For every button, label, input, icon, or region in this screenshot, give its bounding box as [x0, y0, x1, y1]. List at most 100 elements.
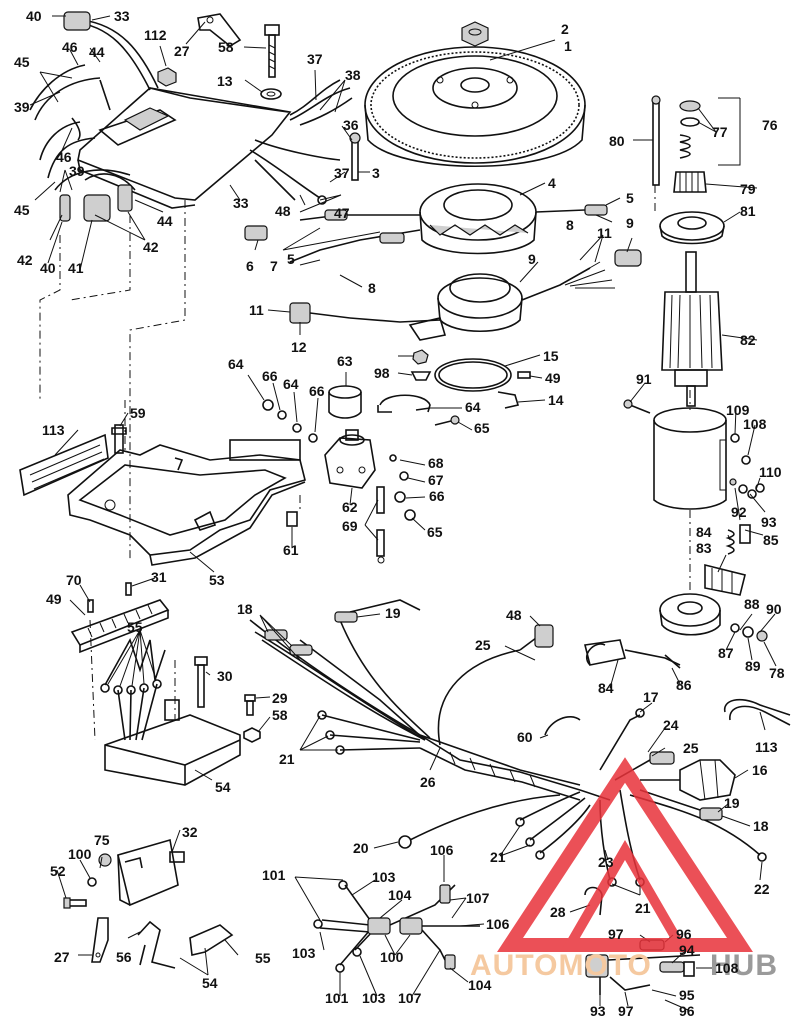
- part-label: 60: [517, 729, 533, 745]
- part-label: 108: [715, 960, 739, 976]
- spark-plug-boot-54: [189, 924, 234, 956]
- part-label: 82: [740, 332, 756, 348]
- armature-81: [661, 251, 723, 407]
- part-label: 40: [26, 8, 42, 24]
- part-label: 70: [66, 572, 82, 588]
- part-label: 36: [343, 117, 359, 133]
- part-label: 15: [543, 348, 559, 364]
- part-label: 110: [759, 464, 782, 480]
- part-label: 29: [272, 690, 288, 706]
- watermark-logo: [497, 757, 753, 952]
- bolt-90: [623, 399, 651, 414]
- watermark-inner-triangle: [561, 840, 689, 950]
- part-label: 61: [283, 542, 299, 558]
- part-label: 93: [590, 1003, 606, 1019]
- part-label: 100: [68, 846, 92, 862]
- part-label: 2: [561, 21, 569, 37]
- main-connector-16: [640, 759, 736, 801]
- clip-63: [286, 511, 298, 527]
- coil-64: [324, 429, 376, 489]
- part-label: 48: [506, 607, 522, 623]
- part-label: 45: [14, 202, 30, 218]
- part-label: 47: [334, 205, 350, 221]
- brush-holder-82: [704, 563, 746, 596]
- part-label: 106: [486, 916, 510, 932]
- phantom-lines: [39, 185, 691, 741]
- part-label: 24: [663, 717, 679, 733]
- washer-99: [87, 877, 97, 887]
- washer-61: [243, 727, 261, 743]
- part-label: 66: [309, 383, 325, 399]
- part-label: 101: [325, 990, 349, 1006]
- part-label: 23: [598, 854, 614, 870]
- part-label: 98: [374, 365, 390, 381]
- part-label: 44: [157, 213, 173, 229]
- part-label: 30: [217, 668, 233, 684]
- part-label: 92: [731, 504, 747, 520]
- part-label: 3: [372, 165, 380, 181]
- part-label: 5: [626, 190, 634, 206]
- part-label: 11: [597, 225, 612, 241]
- part-label: 54: [215, 779, 231, 795]
- decal-114: [19, 433, 109, 497]
- parts-116-98: [410, 349, 432, 381]
- part-label: 96: [679, 1003, 695, 1019]
- sub-harness: [313, 880, 480, 973]
- stud-60: [111, 424, 127, 454]
- part-label: 89: [745, 658, 761, 674]
- part-label: 49: [545, 370, 561, 386]
- part-label: 22: [754, 881, 770, 897]
- starter-bolt-79: [651, 95, 661, 186]
- part-label: 113: [755, 739, 778, 755]
- part-label: 21: [279, 751, 295, 767]
- connector-50: [534, 624, 554, 648]
- part-label: 48: [275, 203, 291, 219]
- part-label: 91: [636, 371, 652, 387]
- part-label: 37: [334, 165, 350, 181]
- part-label: 67: [428, 472, 444, 488]
- part-label: 58: [218, 39, 234, 55]
- part-label: 106: [430, 842, 454, 858]
- part-label: 11: [249, 302, 264, 318]
- part-label: 62: [342, 499, 358, 515]
- part-label: 19: [724, 795, 740, 811]
- part-label: 104: [388, 887, 412, 903]
- part-label: 64: [465, 399, 481, 415]
- part-label: 5: [287, 251, 295, 267]
- part-label: 37: [307, 51, 323, 67]
- part-label: 83: [696, 540, 712, 556]
- part-label: 1: [564, 38, 572, 54]
- part-label: 87: [718, 645, 734, 661]
- screw-85: [664, 654, 681, 669]
- part-label: 25: [475, 637, 491, 653]
- part-label: 69: [342, 518, 358, 534]
- screws-67: [434, 415, 460, 426]
- flywheel-nut: [461, 21, 489, 47]
- stator: [419, 183, 537, 255]
- connector-10: [614, 249, 642, 267]
- part-label: 40: [40, 260, 56, 276]
- part-label: 107: [466, 890, 490, 906]
- screw-49: [517, 371, 531, 379]
- terminals-72: [376, 486, 385, 564]
- part-label: 112: [144, 27, 167, 43]
- timer-base: [289, 261, 615, 341]
- brush-parts-83-84: [725, 524, 751, 555]
- bracket-27-bottom: [91, 917, 109, 963]
- part-label: 13: [217, 73, 233, 89]
- part-label: 8: [566, 217, 574, 233]
- part-label: 84: [696, 524, 712, 540]
- part-label: 90: [766, 601, 782, 617]
- part-label: 100: [380, 949, 404, 965]
- part-label: 104: [468, 977, 492, 993]
- terminal-block-52: [70, 599, 170, 654]
- part-label: 45: [14, 54, 30, 70]
- bracket-112: [724, 698, 791, 726]
- part-label: 109: [726, 402, 750, 418]
- part-label: 19: [385, 605, 401, 621]
- part-label: 53: [209, 572, 225, 588]
- part-label: 46: [62, 39, 78, 55]
- part-label: 25: [683, 740, 699, 756]
- part-label: 32: [182, 824, 198, 840]
- washer-13: [260, 88, 282, 100]
